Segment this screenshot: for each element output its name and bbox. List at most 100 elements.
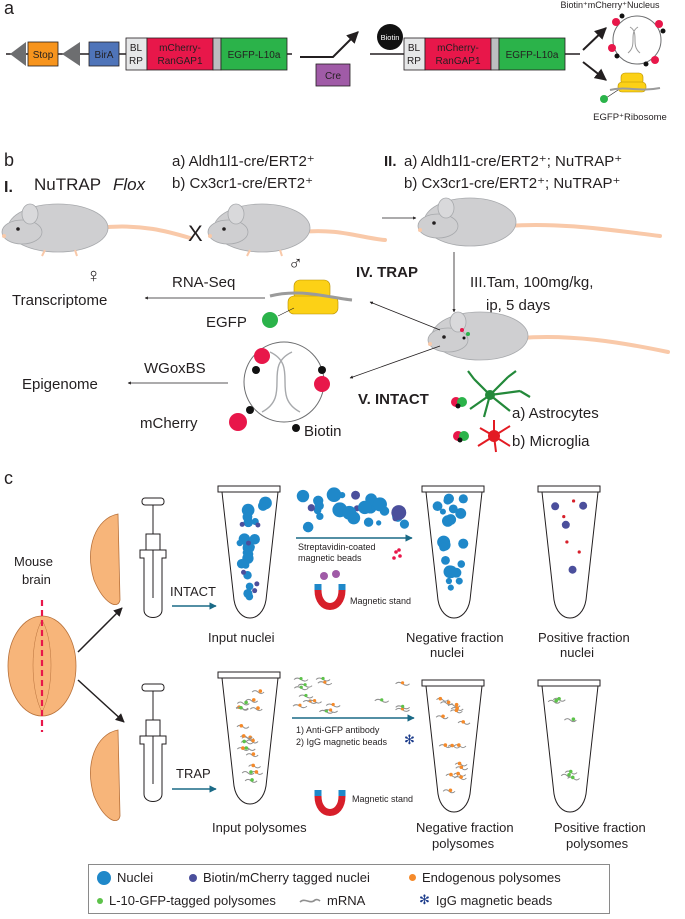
nucleus-dot (439, 542, 448, 552)
mouse-flox (1, 203, 192, 257)
trap-ribosome-icon (262, 279, 353, 328)
legend-item-l10: L-10-GFP-tagged polysomes (97, 893, 276, 908)
floating-nucleus-dot (351, 490, 361, 500)
blrp2-text-bottom: RP (407, 56, 421, 67)
tube-input-polysomes (217, 671, 281, 805)
polysome-dot (241, 734, 246, 738)
polysome-dot (567, 772, 571, 777)
microglia-icon (453, 420, 511, 453)
mcherry-box (146, 37, 214, 71)
magnetic-stand-top: Magnetic stand (350, 596, 411, 606)
to-intact-arrow (349, 345, 441, 379)
tagged-nucleus-dot (252, 588, 258, 594)
homogenizer-bottom (139, 683, 167, 802)
positive-nucleus-dot (565, 540, 569, 544)
polysome-dot (258, 689, 263, 693)
panel-c-label: c (4, 468, 13, 488)
mrna-strand (249, 707, 263, 712)
mrna-swatch (299, 898, 321, 903)
streptavidin-beads-icon (392, 548, 402, 560)
mcherry-text-bottom: RanGAP1 (157, 56, 202, 67)
floating-nucleus-dot (326, 487, 342, 503)
brain-to-trap-arrow (77, 679, 125, 723)
floating-polysome-dot (380, 698, 384, 702)
nucleus-dot (242, 541, 255, 554)
l10-swatch (97, 897, 103, 904)
nucleus-dot (441, 555, 450, 565)
blrp-text-top: BL (130, 43, 143, 54)
trap-label: TRAP (176, 766, 211, 781)
legend-item-endogenous: Endogenous polysomes (409, 870, 561, 885)
bira-box (88, 41, 120, 67)
to-trap-arrow (369, 301, 441, 331)
floating-polysome-dot (299, 676, 303, 681)
step2-a: a) Aldh1l1-cre/ERT2⁺; NuTRAP⁺ (404, 153, 622, 170)
mrna-strand (241, 771, 255, 776)
tagged-nucleus-dot (239, 521, 245, 527)
transcriptome-label: Transcriptome (12, 292, 107, 309)
blrp2-text-top: BL (408, 43, 421, 54)
polysome-dot (239, 723, 244, 728)
microglia-label: b) Microglia (512, 433, 590, 450)
mouse-progeny (417, 197, 662, 247)
polysome-dot (570, 775, 575, 780)
mrna-strand (251, 690, 265, 695)
mcherry2-text-bottom: RanGAP1 (435, 56, 480, 67)
step1-italic: Flox (113, 175, 146, 194)
positive-nuclei-dots (551, 499, 588, 574)
polysome-dot (438, 696, 443, 701)
egfp-ribosome-icon (600, 72, 661, 103)
step5-intact: V. INTACT (358, 391, 429, 408)
step2-num: II. (384, 153, 397, 170)
negative-polysome-marks (435, 696, 471, 794)
legend-mrna-label: mRNA (327, 893, 366, 908)
negative-nuclei-dots (432, 493, 469, 591)
mrna-strand (453, 772, 467, 777)
floating-nucleus-dot (302, 521, 314, 533)
tagged-nucleus-dot (245, 540, 251, 546)
panel-b-label: b (4, 150, 14, 170)
nucleus-dot (242, 511, 253, 522)
floating-polysome-dot (329, 708, 333, 712)
neg-nuclei-label-1: Negative fraction (406, 630, 504, 645)
neg-poly-label-2: polysomes (432, 836, 495, 851)
biotin-label: Biotin (304, 423, 342, 440)
nucleus-dot (447, 584, 454, 591)
nucleus-dot (455, 508, 467, 519)
polysome-dot (446, 700, 451, 705)
nucleus-dot (448, 504, 458, 514)
nucleus-dot (236, 539, 243, 547)
mcherry2-text-top: mCherry- (437, 43, 479, 54)
mouse-brain-line2: brain (22, 572, 51, 587)
mrna-strand (447, 744, 461, 749)
cre-line-a: a) Aldh1l1-cre/ERT2⁺ (172, 153, 315, 170)
positive-nucleus-dot (568, 565, 577, 574)
legend-item-nuclei: Nuclei (97, 870, 153, 885)
endogenous-swatch (409, 874, 416, 881)
tagged-nucleus-dot (255, 522, 261, 528)
tagged-nucleus-dot (241, 569, 247, 575)
polysome-dot (554, 698, 558, 703)
pos-nuclei-label-1: Positive fraction (538, 630, 630, 645)
homogenizer-top (139, 497, 167, 618)
floating-nucleus-dot (363, 517, 374, 527)
cre-line-b: b) Cx3cr1-cre/ERT2⁺ (172, 175, 313, 192)
polysome-dot (256, 706, 260, 710)
magnetic-stand-bottom: Magnetic stand (352, 794, 413, 804)
polysome-dot (251, 738, 255, 743)
nucleus-dot (445, 577, 453, 585)
positive-nucleus-dot (571, 499, 576, 503)
legend-item-tagged: Biotin/mCherry tagged nuclei (189, 870, 370, 885)
mrna-strand (436, 697, 449, 702)
polysome-dot (441, 714, 445, 719)
floating-nucleus-dot (313, 506, 322, 515)
polysome-dot (250, 778, 254, 782)
igg-bead-icon: ✻ (404, 733, 415, 748)
step3-line1: III.Tam, 100mg/kg, (470, 274, 593, 291)
input-nuclei-label: Input nuclei (208, 630, 275, 645)
floating-nucleus-dot (399, 519, 410, 529)
floating-nucleus-dot (296, 489, 310, 503)
mrna-strand (440, 701, 453, 706)
brain-side-view-bottom (90, 729, 121, 821)
floating-nucleus-dot (316, 512, 324, 521)
